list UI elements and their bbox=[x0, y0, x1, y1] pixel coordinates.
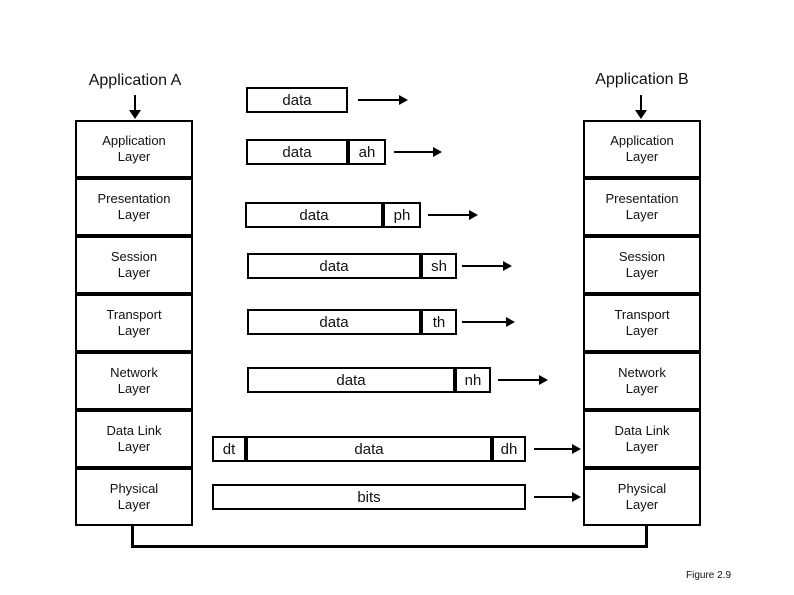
layer-box-application-left: Application Layer bbox=[75, 120, 193, 178]
arrow-shaft bbox=[428, 214, 471, 216]
layer-box-datalink-right: Data Link Layer bbox=[583, 410, 701, 468]
layer-label: Physical bbox=[109, 481, 159, 496]
segment-header-ah: ah bbox=[348, 139, 386, 165]
layer-label: Layer bbox=[625, 149, 659, 164]
layer-label: Layer bbox=[117, 149, 151, 164]
layer-label: Session bbox=[110, 249, 158, 264]
layer-label: Presentation bbox=[605, 191, 679, 206]
layer-box-session-left: Session Layer bbox=[75, 236, 193, 294]
layer-box-transport-left: Transport Layer bbox=[75, 294, 193, 352]
figure-caption: Figure 2.9 bbox=[686, 570, 732, 581]
arrow-head bbox=[503, 261, 512, 271]
arrow-shaft bbox=[358, 99, 401, 101]
layer-box-network-left: Network Layer bbox=[75, 352, 193, 410]
arrow-shaft bbox=[534, 496, 574, 498]
layer-box-session-right: Session Layer bbox=[583, 236, 701, 294]
arrow-shaft bbox=[534, 448, 574, 450]
segment-data: data bbox=[246, 436, 492, 462]
layer-label: Layer bbox=[625, 207, 659, 222]
arrow-head bbox=[572, 444, 581, 454]
segment-bits: bits bbox=[212, 484, 526, 510]
layer-box-physical-right: Physical Layer bbox=[583, 468, 701, 526]
flow-arrow-right-5 bbox=[462, 317, 515, 327]
segment-header-sh: sh bbox=[421, 253, 457, 279]
layer-label: Layer bbox=[117, 439, 151, 454]
layer-label: Data Link bbox=[106, 423, 162, 438]
layer-label: Layer bbox=[117, 265, 151, 280]
connector-line-left bbox=[131, 526, 134, 548]
flow-arrow-right-2 bbox=[394, 147, 442, 157]
arrow-shaft bbox=[462, 265, 505, 267]
layer-label: Layer bbox=[625, 323, 659, 338]
arrow-head bbox=[572, 492, 581, 502]
protocol-stack-left: Application Layer Presentation Layer Ses… bbox=[75, 120, 193, 526]
layer-label: Physical bbox=[617, 481, 667, 496]
layer-label: Transport bbox=[614, 307, 670, 322]
connector-line-right bbox=[645, 526, 648, 548]
layer-label: Layer bbox=[117, 381, 151, 396]
down-arrow-icon-left bbox=[129, 95, 141, 119]
application-b-title: Application B bbox=[595, 71, 689, 88]
layer-label: Layer bbox=[625, 265, 659, 280]
arrow-head bbox=[539, 375, 548, 385]
segment-header-nh: nh bbox=[455, 367, 491, 393]
layer-box-network-right: Network Layer bbox=[583, 352, 701, 410]
protocol-stack-right: Application Layer Presentation Layer Ses… bbox=[583, 120, 701, 526]
segment-data: data bbox=[246, 139, 348, 165]
arrow-head bbox=[433, 147, 442, 157]
flow-arrow-right-3 bbox=[428, 210, 478, 220]
layer-box-transport-right: Transport Layer bbox=[583, 294, 701, 352]
layer-label: Presentation bbox=[97, 191, 171, 206]
arrow-stem bbox=[640, 95, 642, 111]
arrow-stem bbox=[134, 95, 136, 111]
segment-data: data bbox=[247, 309, 421, 335]
arrow-head bbox=[129, 110, 141, 119]
flow-arrow-right-7 bbox=[534, 444, 581, 454]
layer-label: Layer bbox=[625, 497, 659, 512]
arrow-head bbox=[506, 317, 515, 327]
segment-data: data bbox=[247, 253, 421, 279]
flow-arrow-right-8 bbox=[534, 492, 581, 502]
flow-arrow-right-6 bbox=[498, 375, 548, 385]
layer-label: Application bbox=[102, 133, 166, 148]
layer-label: Data Link bbox=[614, 423, 670, 438]
layer-box-presentation-left: Presentation Layer bbox=[75, 178, 193, 236]
arrow-head bbox=[635, 110, 647, 119]
flow-arrow-right-1 bbox=[358, 95, 408, 105]
segment-header-th: th bbox=[421, 309, 457, 335]
layer-label: Layer bbox=[117, 323, 151, 338]
arrow-head bbox=[399, 95, 408, 105]
layer-box-presentation-right: Presentation Layer bbox=[583, 178, 701, 236]
layer-label: Layer bbox=[625, 439, 659, 454]
segment-data: data bbox=[247, 367, 455, 393]
segment-header-dh: dh bbox=[492, 436, 526, 462]
down-arrow-icon-right bbox=[635, 95, 647, 119]
segment-data: data bbox=[245, 202, 383, 228]
layer-label: Layer bbox=[117, 497, 151, 512]
layer-box-datalink-left: Data Link Layer bbox=[75, 410, 193, 468]
layer-label: Application bbox=[610, 133, 674, 148]
layer-label: Layer bbox=[625, 381, 659, 396]
connector-line-bottom bbox=[131, 545, 648, 548]
arrow-shaft bbox=[394, 151, 435, 153]
arrow-head bbox=[469, 210, 478, 220]
segment-header-ph: ph bbox=[383, 202, 421, 228]
layer-box-physical-left: Physical Layer bbox=[75, 468, 193, 526]
arrow-shaft bbox=[462, 321, 508, 323]
layer-label: Transport bbox=[106, 307, 162, 322]
layer-box-application-right: Application Layer bbox=[583, 120, 701, 178]
application-a-title: Application A bbox=[88, 72, 182, 89]
flow-arrow-right-4 bbox=[462, 261, 512, 271]
segment-trailer-dt: dt bbox=[212, 436, 246, 462]
segment-data: data bbox=[246, 87, 348, 113]
arrow-shaft bbox=[498, 379, 541, 381]
layer-label: Network bbox=[110, 365, 158, 380]
layer-label: Network bbox=[618, 365, 666, 380]
layer-label: Layer bbox=[117, 207, 151, 222]
layer-label: Session bbox=[618, 249, 666, 264]
